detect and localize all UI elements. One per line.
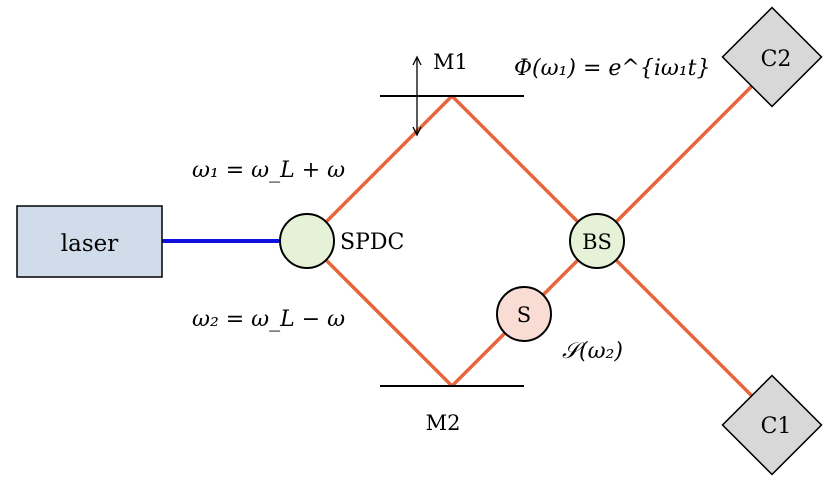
beam-splitter-label: BS — [582, 230, 612, 254]
detector-c1-label: C1 — [761, 414, 792, 439]
detector-c1 — [721, 374, 823, 476]
mirror-m2-label: M2 — [426, 411, 461, 435]
omega2-label: ω₂ = ω_L − ω — [192, 307, 345, 332]
detector-c2-label: C2 — [761, 47, 792, 72]
detector-c2 — [721, 6, 823, 108]
mirror-m1-label: M1 — [433, 50, 468, 74]
double-arrow-vertical-icon — [412, 55, 422, 137]
beam-m1-bs — [450, 94, 599, 243]
beam-spdc-m1 — [305, 94, 454, 243]
omega1-label: ω₁ = ω_L + ω — [192, 158, 345, 183]
beam-bs-c2 — [595, 77, 761, 243]
sample-node — [496, 286, 552, 342]
laser-box — [16, 205, 163, 278]
source-spectrum-label: 𝒮(ω₂) — [562, 339, 623, 364]
beam-bs-c1 — [595, 239, 761, 405]
beam-splitter-node — [569, 213, 625, 269]
laser-label: laser — [61, 231, 118, 257]
phase-label: Φ(ω₁) = e^{iω₁t} — [514, 56, 710, 81]
spdc-label: SPDC — [340, 230, 404, 255]
spdc-node — [279, 213, 335, 269]
beam-spdc-m2 — [305, 239, 454, 388]
sample-label: S — [517, 303, 531, 327]
